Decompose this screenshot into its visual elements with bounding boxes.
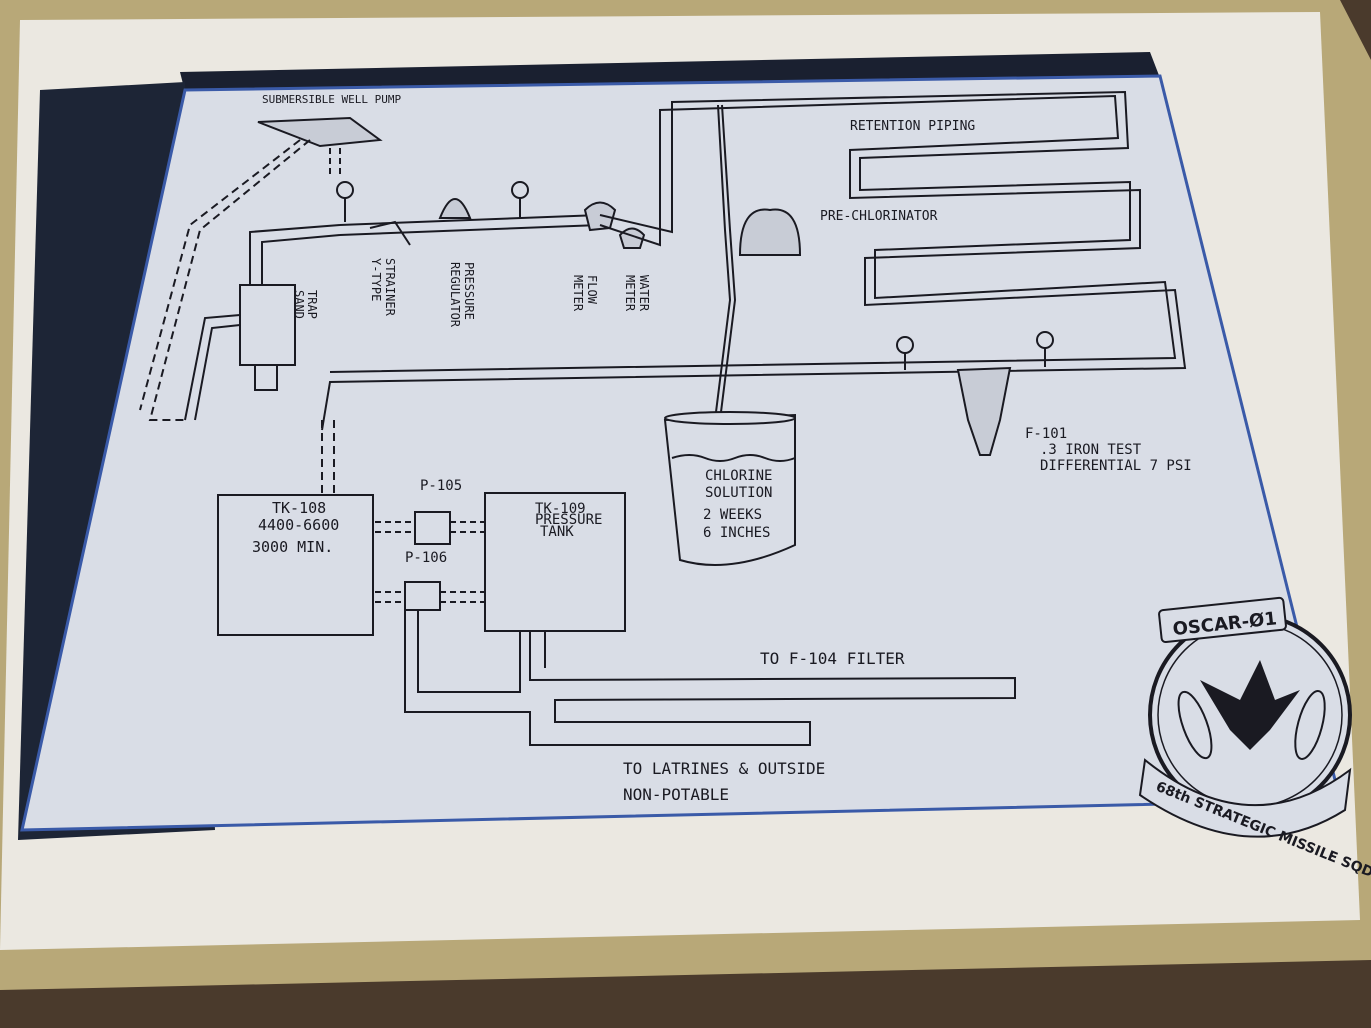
water-meter-label: WATERMETER: [623, 275, 651, 312]
retention-piping-label: RETENTION PIPING: [850, 119, 975, 134]
chlorine-label: CHLORINE SOLUTION 2 WEEKS 6 INCHES: [703, 468, 781, 541]
pump-label: SUBMERSIBLE WELL PUMP: [262, 93, 401, 106]
piping-lines: [139, 90, 1187, 746]
sand-trap-label: SANDTRAP: [292, 290, 319, 319]
missile-left: [1177, 690, 1213, 760]
well-pump-shape: [257, 116, 383, 148]
tk108-label: TK-108 4400-6600 3000 MIN.: [252, 499, 348, 556]
eagle-shape: [1200, 660, 1300, 750]
missile-right: [1294, 690, 1326, 760]
pressure-regulator-label: PRESSUREREGULATOR: [448, 262, 476, 328]
to-f104-label: TO F-104 FILTER: [760, 649, 905, 668]
to-latrines-label: TO LATRINES & OUTSIDE NON-POTABLE: [623, 759, 835, 804]
sheet-top-edge: [180, 52, 1160, 92]
p106-label: P-106: [405, 550, 447, 566]
y-strainer-label: Y-TYPESTRAINER: [369, 258, 397, 317]
f101-label: F-101 .3 IRON TEST DIFFERENTIAL 7 PSI: [1025, 426, 1192, 474]
p105-label: P-105: [420, 478, 462, 494]
pre-chlorinator-label: PRE-CHLORINATOR: [820, 209, 938, 224]
tk109-label: TK-109 PRESSURE TANK: [535, 501, 611, 540]
sand-trap-shape: [239, 284, 296, 366]
flow-meter-label: FLOWMETER: [571, 275, 599, 312]
